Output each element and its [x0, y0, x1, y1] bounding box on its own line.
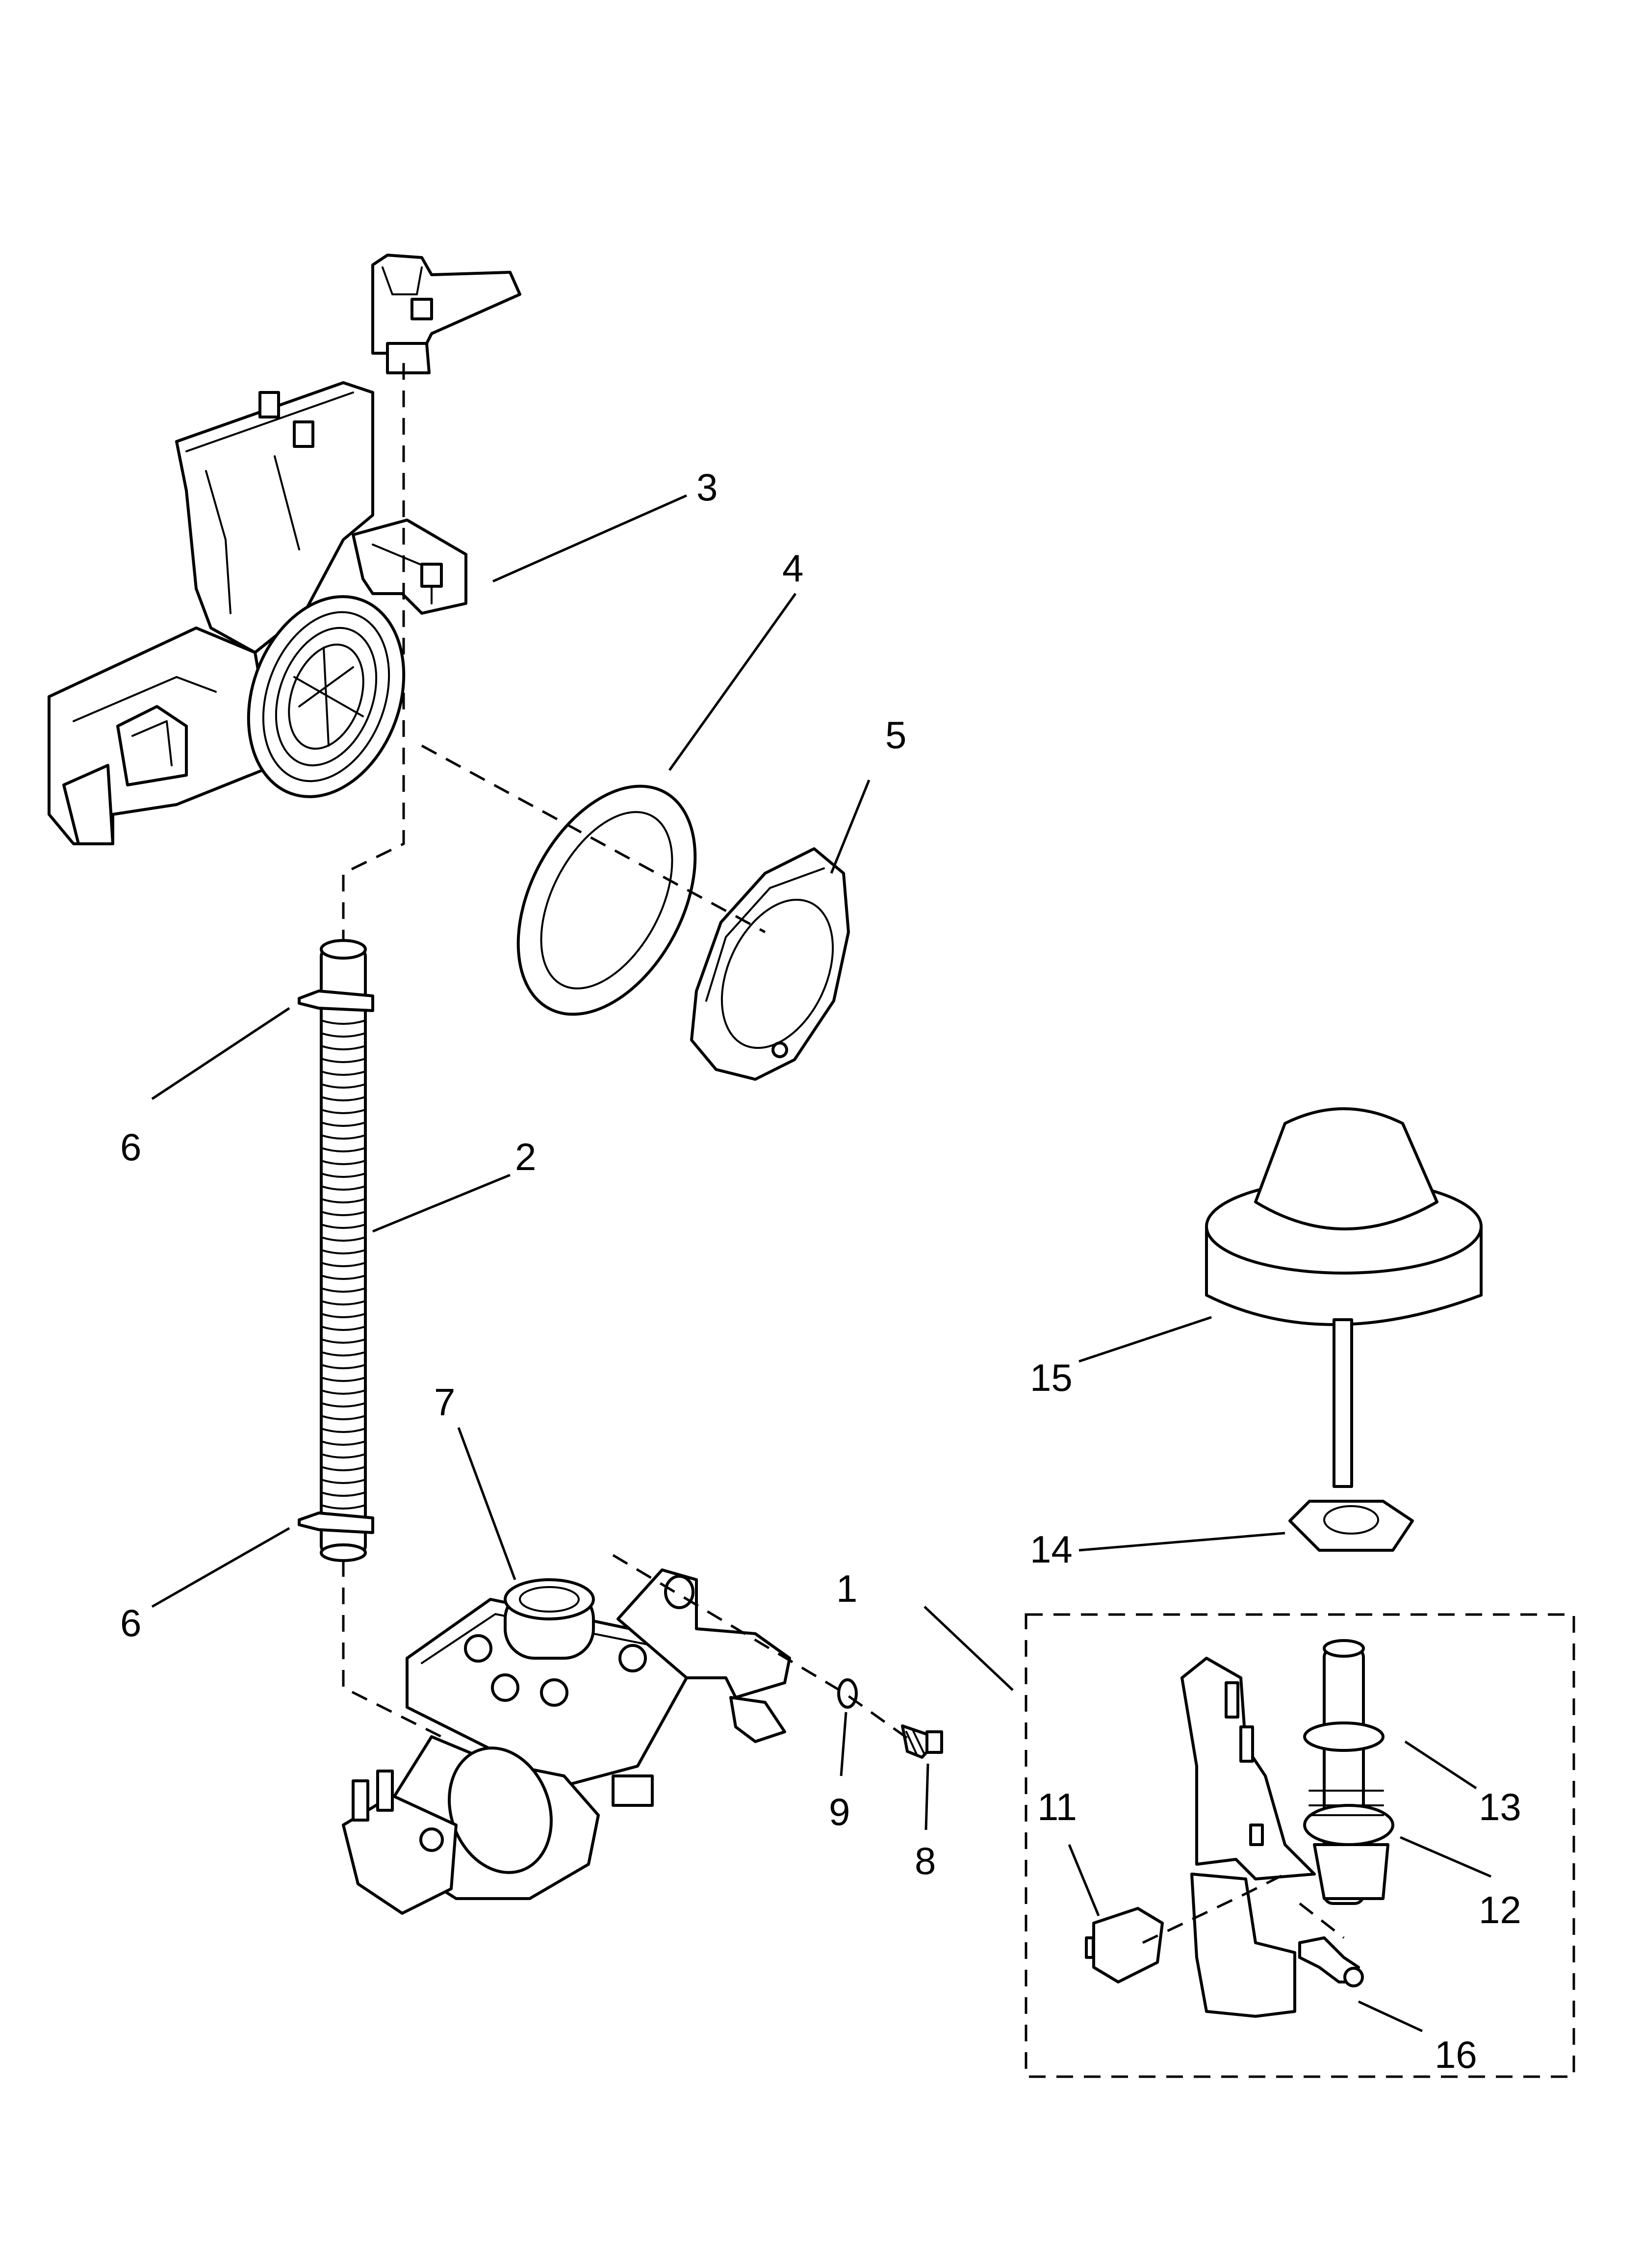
part-8-screw — [901, 1724, 943, 1759]
part-15-float — [1205, 1107, 1483, 1488]
callouts: 3 4 5 6 2 7 15 14 6 1 9 8 11 13 12 16 — [120, 466, 1521, 2076]
callout-1: 1 — [836, 1567, 857, 1610]
callout-6-bottom: 6 — [120, 1601, 141, 1644]
callout-6-top: 6 — [120, 1125, 141, 1169]
part-7-valve — [342, 1568, 791, 1915]
callout-14: 14 — [1030, 1528, 1073, 1571]
part-2-hose — [298, 939, 374, 1562]
callout-12: 12 — [1479, 1888, 1521, 1931]
part-5-nut — [690, 847, 850, 1081]
part-9-washer — [837, 1678, 858, 1709]
callout-11: 11 — [1037, 1785, 1077, 1828]
callout-4: 4 — [782, 547, 803, 590]
callout-7: 7 — [434, 1381, 455, 1424]
callout-5: 5 — [885, 713, 906, 756]
part-3-housing — [48, 254, 521, 845]
callout-3: 3 — [696, 466, 718, 509]
callout-16: 16 — [1435, 2033, 1477, 2076]
callout-15: 15 — [1030, 1356, 1073, 1399]
leader-lines — [151, 494, 1491, 2033]
assembly-lines — [342, 363, 1345, 1944]
callout-9: 9 — [829, 1790, 850, 1833]
part-1-switch-assembly — [1025, 1613, 1575, 2078]
callout-2: 2 — [515, 1135, 536, 1178]
part-4-gasket — [516, 784, 697, 1016]
callout-8: 8 — [915, 1839, 936, 1882]
callout-13: 13 — [1479, 1785, 1521, 1828]
part-14-hex-nut — [1288, 1500, 1414, 1552]
